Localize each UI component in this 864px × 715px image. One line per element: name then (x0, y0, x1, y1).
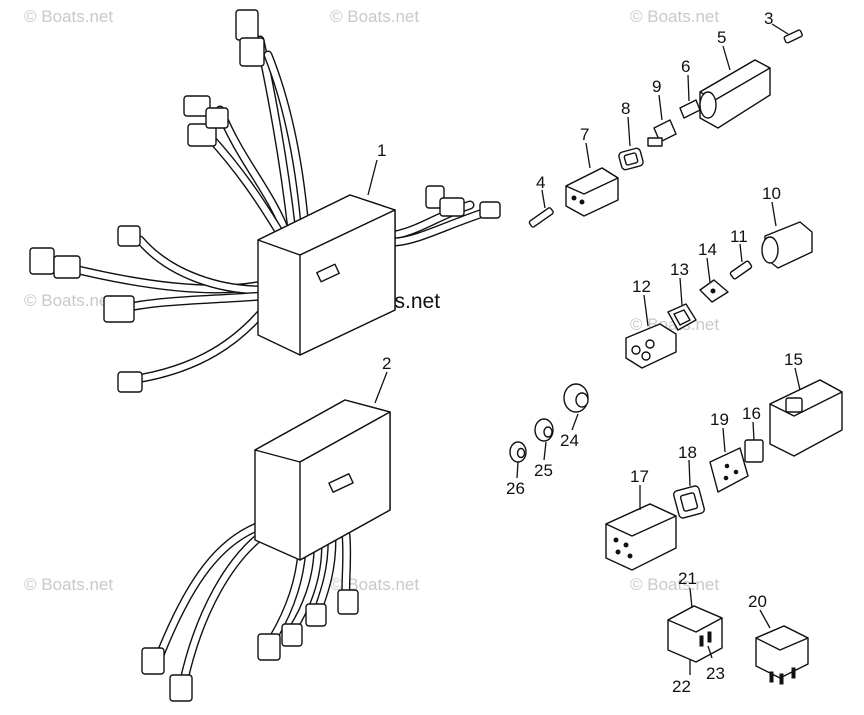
label-18: 18 (678, 443, 697, 462)
label-17: 17 (630, 467, 649, 486)
part-11-terminal-socket[interactable] (729, 260, 753, 280)
part-13-seal[interactable] (667, 303, 697, 331)
part-12-plug[interactable] (625, 323, 677, 369)
label-21: 21 (678, 569, 697, 588)
label-16: 16 (742, 404, 761, 423)
label-24: 24 (560, 431, 579, 450)
label-10: 10 (762, 184, 781, 203)
label-14: 14 (698, 240, 717, 259)
part-3-terminal-pin[interactable] (783, 29, 803, 44)
label-1: 1 (377, 141, 386, 160)
part-4-terminal-pin[interactable] (528, 207, 554, 228)
label-22: 22 (672, 677, 691, 696)
label-2: 2 (382, 354, 391, 373)
label-9: 9 (652, 77, 661, 96)
part-25-grommet[interactable] (534, 418, 554, 442)
part-10-receptacle[interactable] (761, 221, 813, 269)
watermark: © Boats.net (630, 575, 719, 594)
label-26: 26 (506, 479, 525, 498)
watermark: © Boats.net (24, 575, 113, 594)
label-19: 19 (710, 410, 729, 429)
part-6-wedge[interactable] (679, 99, 701, 119)
part-1-module-harness[interactable] (29, 9, 501, 393)
part-14-wedge[interactable] (699, 279, 729, 303)
part-20-relay[interactable] (755, 625, 809, 685)
part-26-grommet[interactable] (509, 441, 527, 463)
part-9-wedge-lock[interactable] (647, 119, 677, 147)
label-8: 8 (621, 99, 630, 118)
part-2-module-harness[interactable] (141, 399, 391, 702)
part-24-grommet[interactable] (563, 383, 589, 413)
label-25: 25 (534, 461, 553, 480)
part-15-receptacle[interactable] (769, 379, 843, 457)
watermark: © Boats.net (330, 7, 419, 26)
label-12: 12 (632, 277, 651, 296)
part-19-wedge-lock[interactable] (709, 447, 749, 493)
label-3: 3 (764, 9, 773, 28)
watermark: © Boats.net (24, 7, 113, 26)
label-15: 15 (784, 350, 803, 369)
label-6: 6 (681, 57, 690, 76)
label-5: 5 (717, 28, 726, 47)
part-8-seal[interactable] (618, 147, 644, 171)
label-11: 11 (730, 227, 748, 246)
label-4: 4 (536, 173, 545, 192)
label-7: 7 (580, 125, 589, 144)
part-18-seal[interactable] (673, 485, 705, 519)
part-17-plug[interactable] (605, 503, 677, 571)
watermark: © Boats.net (24, 291, 113, 310)
label-13: 13 (670, 260, 689, 279)
part-7-plug[interactable] (565, 167, 619, 217)
part-16-wedge[interactable] (744, 439, 764, 463)
label-20: 20 (748, 592, 767, 611)
part-5-receptacle[interactable] (699, 59, 771, 129)
watermark: © Boats.net (330, 575, 419, 594)
part-21-relay-socket[interactable] (667, 605, 723, 663)
watermark: © Boats.net (630, 7, 719, 26)
label-23: 23 (706, 664, 725, 683)
